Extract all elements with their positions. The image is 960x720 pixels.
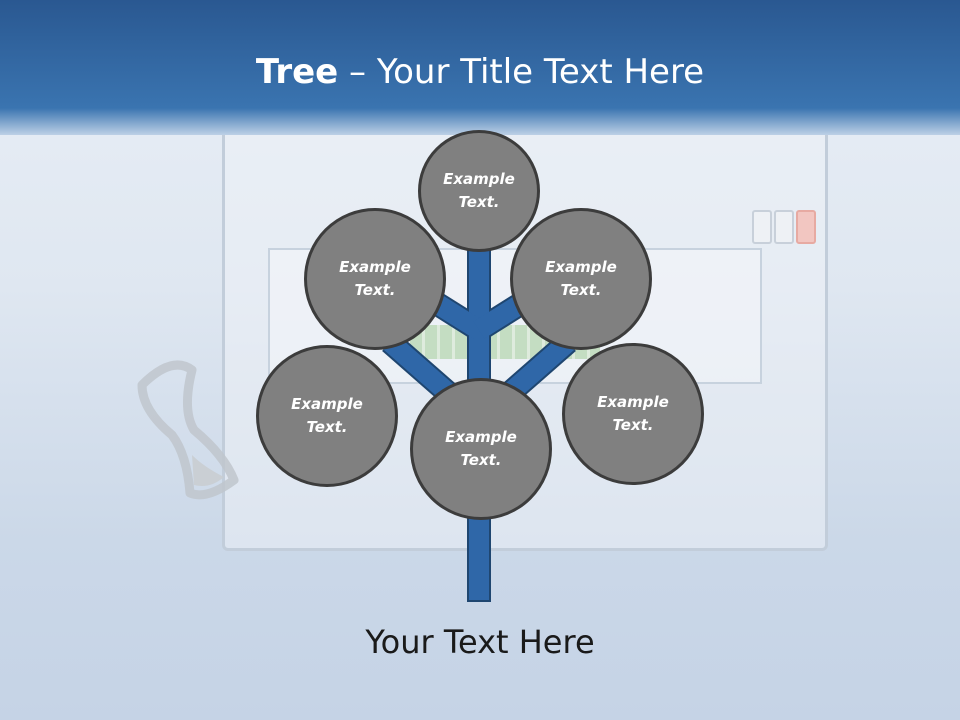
branch-upper-left xyxy=(430,294,485,339)
maximize-icon xyxy=(774,210,794,244)
slide-title: Tree – Your Title Text Here xyxy=(0,52,960,92)
close-icon xyxy=(796,210,816,244)
title-banner xyxy=(0,0,960,135)
branch-upper-right xyxy=(473,294,528,339)
minimize-icon xyxy=(752,210,772,244)
hourglass-icon xyxy=(137,360,239,500)
caption-text: Your Text Here xyxy=(365,623,595,661)
title-bold-word: Tree xyxy=(255,52,339,92)
title-rest: – Your Title Text Here xyxy=(338,52,705,92)
